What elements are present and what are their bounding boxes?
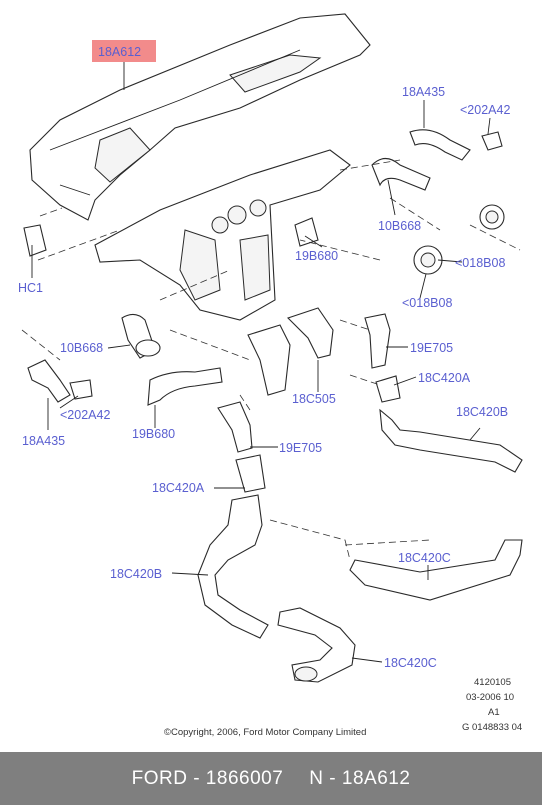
copyright-text: ©Copyright, 2006, Ford Motor Company Lim… — [164, 727, 366, 738]
callout-18c420a-right[interactable]: 18C420A — [418, 371, 471, 385]
callout-19b680-right[interactable]: 19B680 — [295, 249, 338, 263]
callout-018b08-lower[interactable]: <018B08 — [402, 296, 452, 310]
parts-diagram: 18A612 18A435 <202A42 10B668 <018B08 HC1… — [18, 13, 523, 738]
callout-18c420b-right[interactable]: 18C420B — [456, 405, 508, 419]
callout-18c420c-upper[interactable]: 18C420C — [398, 551, 451, 565]
callout-018b08-upper[interactable]: <018B08 — [455, 256, 505, 270]
meta-ref: 4120105 — [474, 677, 511, 688]
right-lower-duct-shapes — [364, 313, 523, 473]
rear-duct-c-shapes — [277, 539, 523, 683]
highlight-box — [92, 40, 156, 62]
callout-19e705-center[interactable]: 19E705 — [279, 441, 322, 455]
callout-19b680-left[interactable]: 19B680 — [132, 427, 175, 441]
assembly-lines — [21, 159, 521, 561]
callout-18c420b-left[interactable]: 18C420B — [110, 567, 162, 581]
callout-18a612[interactable]: 18A612 — [98, 45, 141, 59]
callout-10b668-right[interactable]: 10B668 — [378, 219, 421, 233]
footer-bar: FORD - 1866007 N - 18A612 — [0, 752, 542, 805]
callout-hc1[interactable]: HC1 — [18, 281, 43, 295]
callout-202a42-left[interactable]: <202A42 — [60, 408, 110, 422]
callout-202a42-right[interactable]: <202A42 — [460, 103, 510, 117]
callout-19e705-right[interactable]: 19E705 — [410, 341, 453, 355]
instrument-panel-shape — [29, 13, 371, 221]
meta-date: 03-2006 10 — [466, 692, 514, 703]
duct-right-upper-shape — [294, 129, 505, 275]
callout-18c420c-lower[interactable]: 18C420C — [384, 656, 437, 670]
meta-rev: A1 — [488, 707, 500, 718]
footer-oem-number: N - 18A612 — [309, 767, 411, 789]
cross-car-beam-shape — [94, 149, 351, 321]
callout-leaders — [31, 62, 491, 663]
callout-10b668-left[interactable]: 10B668 — [60, 341, 103, 355]
center-duct-shapes — [217, 307, 334, 493]
footer-part-number: FORD - 1866007 — [131, 767, 284, 789]
meta-code: G 0148833 04 — [462, 722, 522, 733]
callout-18a435-right[interactable]: 18A435 — [402, 85, 445, 99]
long-duct-shape — [197, 494, 269, 639]
callout-18a435-left[interactable]: 18A435 — [22, 434, 65, 448]
duct-left-shapes — [23, 224, 223, 406]
callout-18c420a-center[interactable]: 18C420A — [152, 481, 205, 495]
callout-18c505[interactable]: 18C505 — [292, 392, 336, 406]
